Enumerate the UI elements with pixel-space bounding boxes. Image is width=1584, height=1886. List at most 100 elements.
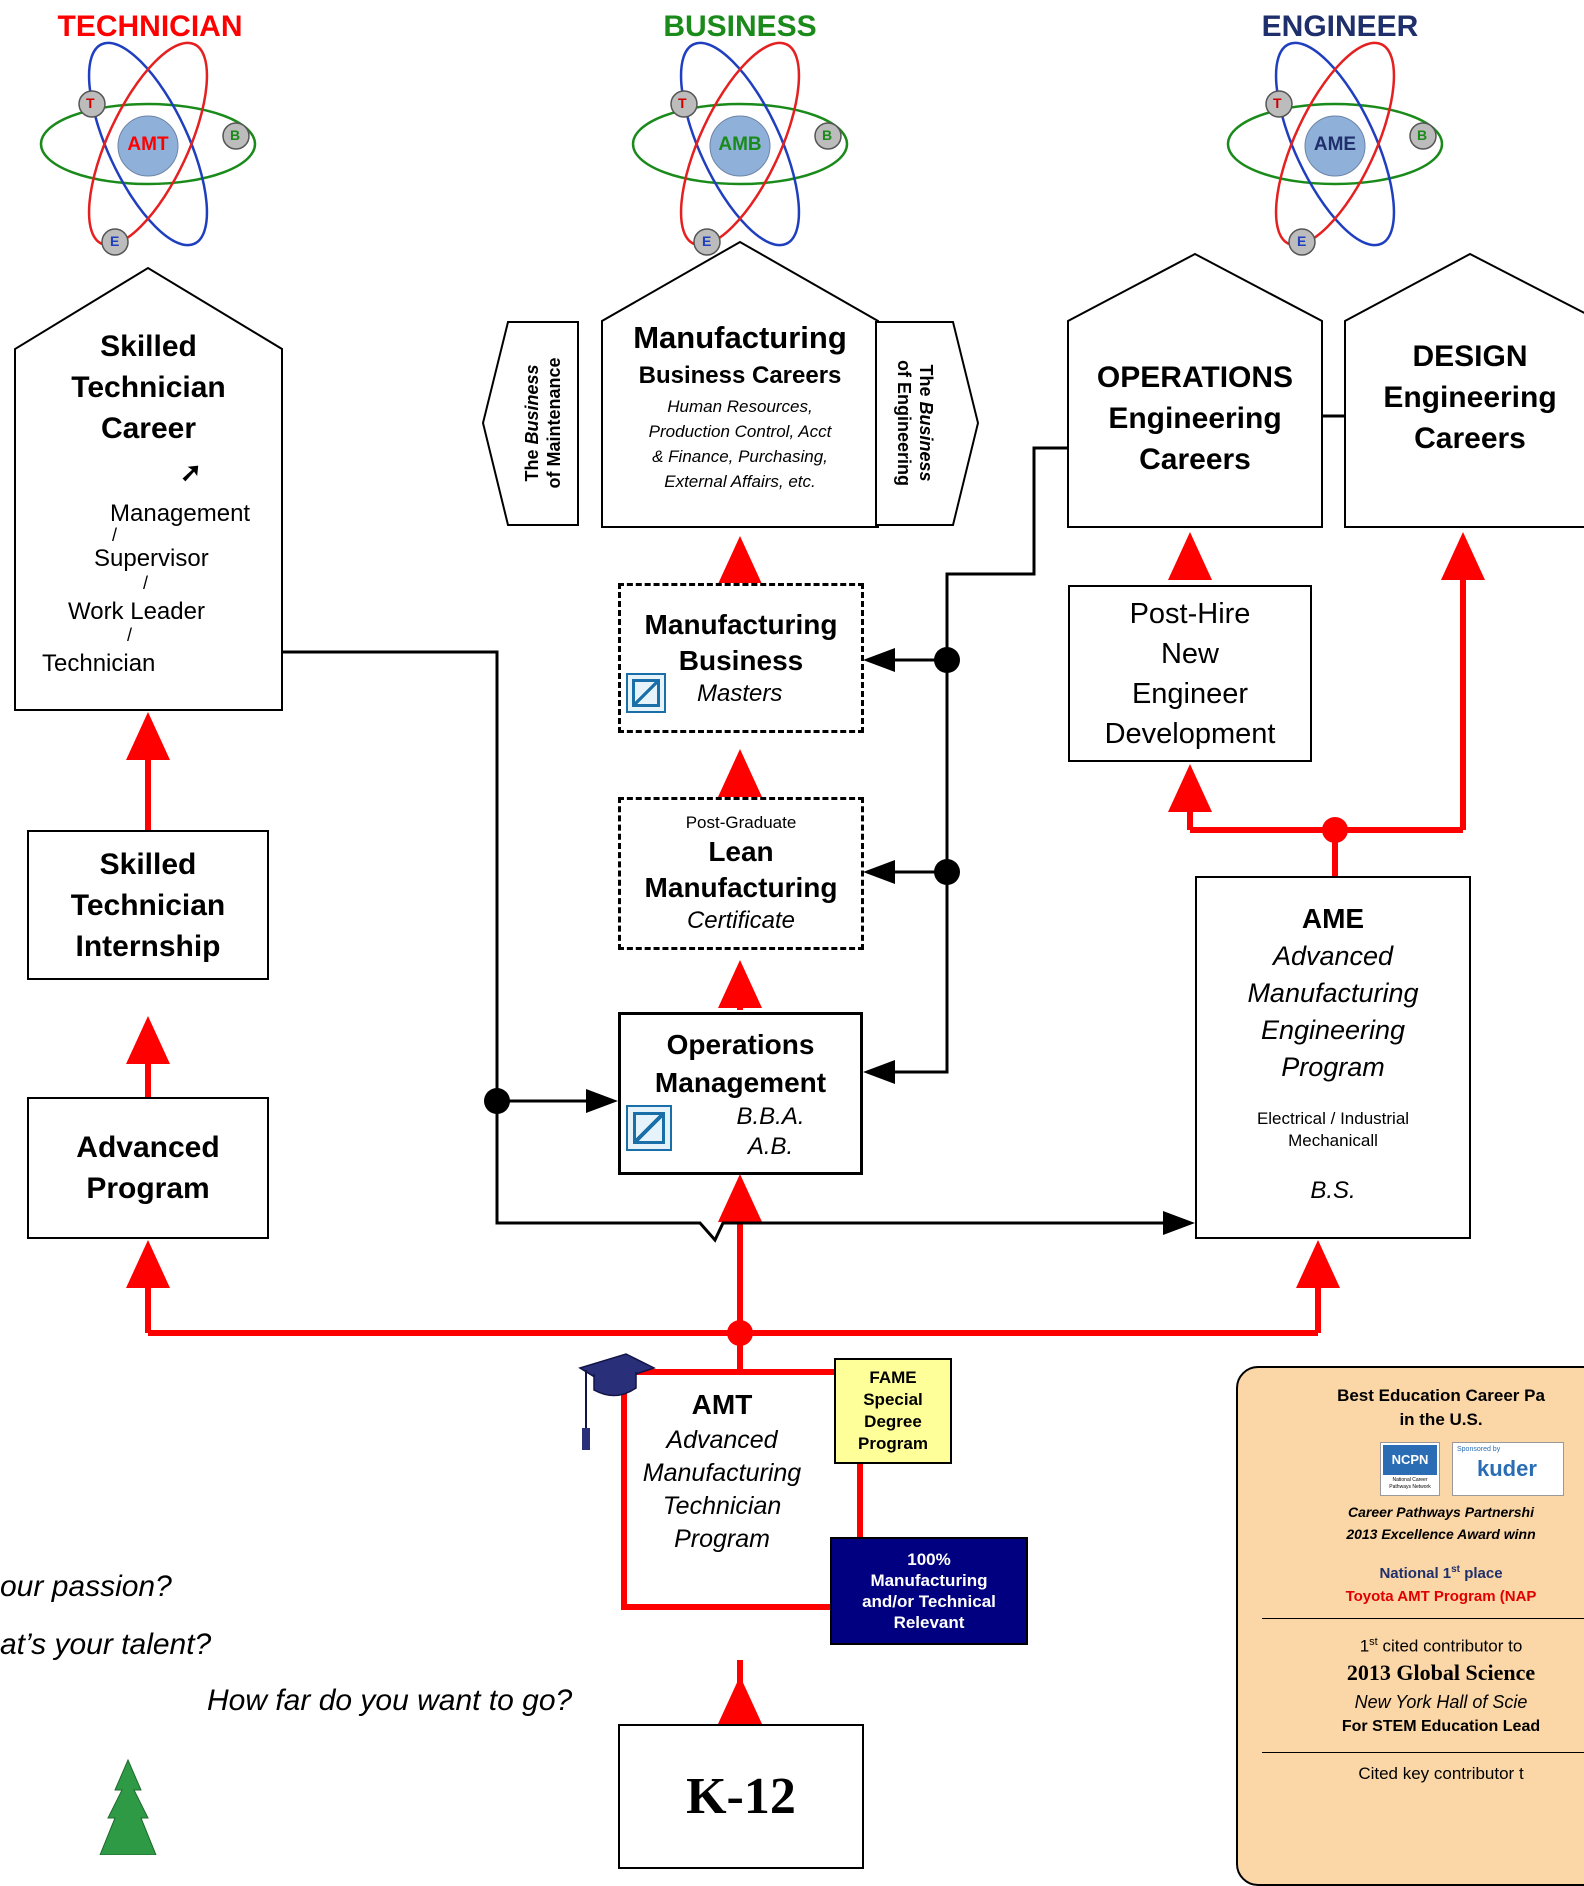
design-eng-line-1: DESIGN	[1412, 340, 1528, 373]
design-eng-line-3: Careers	[1414, 422, 1526, 455]
design-eng-text: DESIGN Engineering Careers	[1345, 336, 1584, 459]
business-careers-subtitle: Business Careers	[638, 362, 842, 389]
ame-line-7: Mechanicall	[1288, 1131, 1378, 1150]
hex-maintenance	[481, 321, 579, 526]
technician-career-title: Skilled Technician Career	[15, 326, 282, 449]
advanced-program-box: Advanced Program	[27, 1097, 269, 1239]
lean-line-2: Manufacturing	[644, 871, 838, 903]
award-cited: 1st cited contributor to	[1258, 1636, 1584, 1657]
relevant-line-1: 100%	[907, 1550, 951, 1569]
fame-line-1: FAME	[869, 1368, 917, 1387]
gear-b-technician: B	[230, 127, 241, 143]
gear-e-technician: E	[110, 233, 120, 249]
ame-line-5: Program	[1281, 1052, 1385, 1082]
header-technician: TECHNICIAN	[57, 10, 243, 43]
ncpn-logo-sub: National Career Pathways Network	[1389, 1477, 1431, 1490]
ame-line-6: Electrical / Industrial	[1256, 1109, 1410, 1128]
ladder-slash-3: /	[127, 625, 133, 645]
fame-line-3: Degree	[864, 1412, 922, 1431]
hex-engineering	[875, 321, 980, 526]
award-nyhs: New York Hall of Scie	[1354, 1692, 1528, 1712]
award-panel: Best Education Career Pa in the U.S. NCP…	[1236, 1366, 1584, 1886]
header-business: BUSINESS	[663, 10, 817, 43]
business-careers-desc-4: External Affairs, etc.	[664, 472, 816, 491]
gear-nodes	[78, 90, 1437, 256]
amt-line-2: Advanced	[666, 1426, 778, 1454]
masters-line-3: Masters	[697, 680, 783, 707]
maintenance-line-2: of Maintenance	[544, 357, 564, 489]
atom-engineer	[1226, 41, 1444, 247]
business-of-engineering: The Business of Engineering	[893, 323, 937, 523]
engineering-business: Business	[916, 401, 936, 482]
ame-line-1: AME	[1301, 903, 1365, 934]
fame-box: FAME Special Degree Program	[834, 1358, 952, 1464]
amt-text: AMT Advanced Manufacturing Technician Pr…	[630, 1386, 854, 1556]
ladder-slash-1: /	[112, 525, 118, 545]
relevant-box: 100% Manufacturing and/or Technical Rele…	[830, 1537, 1028, 1645]
ops-mgmt-line-2: Management	[654, 1066, 827, 1098]
post-hire-line-2: New	[1160, 637, 1219, 670]
red-junctions	[727, 817, 1348, 1346]
house-technician-career	[14, 266, 283, 711]
ops-mgmt-line-1: Operations	[666, 1028, 815, 1060]
internship-line-1: Skilled	[99, 847, 197, 881]
question-talent: at’s your talent?	[0, 1628, 212, 1661]
technician-career-title-1: Skilled	[100, 330, 197, 363]
lean-line-1: Lean	[708, 835, 774, 867]
ops-eng-line-3: Careers	[1139, 443, 1251, 476]
ame-line-4: Engineering	[1260, 1015, 1406, 1045]
header-engineer: ENGINEER	[1261, 10, 1419, 43]
question-how-far: How far do you want to go?	[207, 1684, 573, 1717]
ladder-management: Management	[110, 500, 251, 527]
red-arrowheads	[126, 532, 1485, 1724]
gear-b-business: B	[822, 127, 833, 143]
fame-line-2: Special	[863, 1390, 923, 1409]
black-arrowheads	[586, 648, 1195, 1235]
post-hire-box: Post-Hire New Engineer Development	[1068, 585, 1312, 762]
award-national-2: place	[1460, 1565, 1503, 1582]
house-shapes	[14, 240, 1584, 711]
ladder-technician: Technician	[42, 650, 156, 677]
lean-line-0: Post-Graduate	[685, 812, 797, 832]
house-ops-eng	[1067, 252, 1323, 528]
ame-line-3: Manufacturing	[1247, 978, 1419, 1008]
maintenance-the: The	[522, 444, 542, 482]
relevant-line-3: and/or Technical	[862, 1592, 996, 1611]
award-title-1: Best Education Career Pa	[1337, 1386, 1545, 1405]
engineering-line-2: of Engineering	[894, 360, 914, 486]
question-passion: our passion?	[0, 1570, 172, 1603]
business-careers-desc-2: Production Control, Acct	[648, 422, 832, 441]
internship-line-2: Technician	[70, 888, 226, 922]
post-hire-line-3: Engineer	[1131, 677, 1249, 710]
masters-line-2: Business	[678, 645, 804, 676]
post-hire-line-1: Post-Hire	[1129, 597, 1251, 630]
award-cited-key: Cited key contributor t	[1358, 1764, 1524, 1783]
maintenance-business: Business	[522, 364, 542, 445]
award-caption-1: Career Pathways Partnershi	[1348, 1504, 1534, 1520]
university-logo-icon	[626, 673, 666, 713]
ops-mgmt-box: Operations Management B.B.A. A.B.	[618, 1012, 863, 1175]
internship-line-3: Internship	[75, 929, 221, 963]
business-careers-title: Manufacturing	[633, 320, 847, 355]
award-national-1: National 1	[1379, 1565, 1452, 1582]
lean-box: Post-Graduate Lean Manufacturing Certifi…	[618, 797, 864, 950]
black-junctions	[484, 647, 960, 1114]
lean-line-3: Certificate	[686, 906, 796, 934]
gear-b-engineer: B	[1417, 127, 1428, 143]
amt-line-1: AMT	[691, 1389, 753, 1420]
award-divider-1	[1262, 1618, 1584, 1619]
ops-mgmt-line-4: A.B.	[747, 1132, 794, 1160]
ame-line-8: B.S.	[1310, 1177, 1356, 1204]
post-hire-line-4: Development	[1104, 717, 1276, 750]
award-title-2: in the U.S.	[1399, 1410, 1483, 1429]
house-business-careers	[601, 240, 879, 528]
technician-career-title-2: Technician	[71, 371, 226, 404]
tree-icon	[99, 1758, 157, 1855]
award-national: National 1st place	[1258, 1564, 1584, 1582]
kuder-logo: Sponsored by kuder	[1452, 1442, 1564, 1496]
masters-line-1: Manufacturing	[644, 609, 838, 640]
award-caption-2: 2013 Excellence Award winn	[1346, 1526, 1536, 1542]
business-of-maintenance: The Business of Maintenance	[521, 323, 565, 523]
award-divider-2	[1262, 1752, 1584, 1753]
